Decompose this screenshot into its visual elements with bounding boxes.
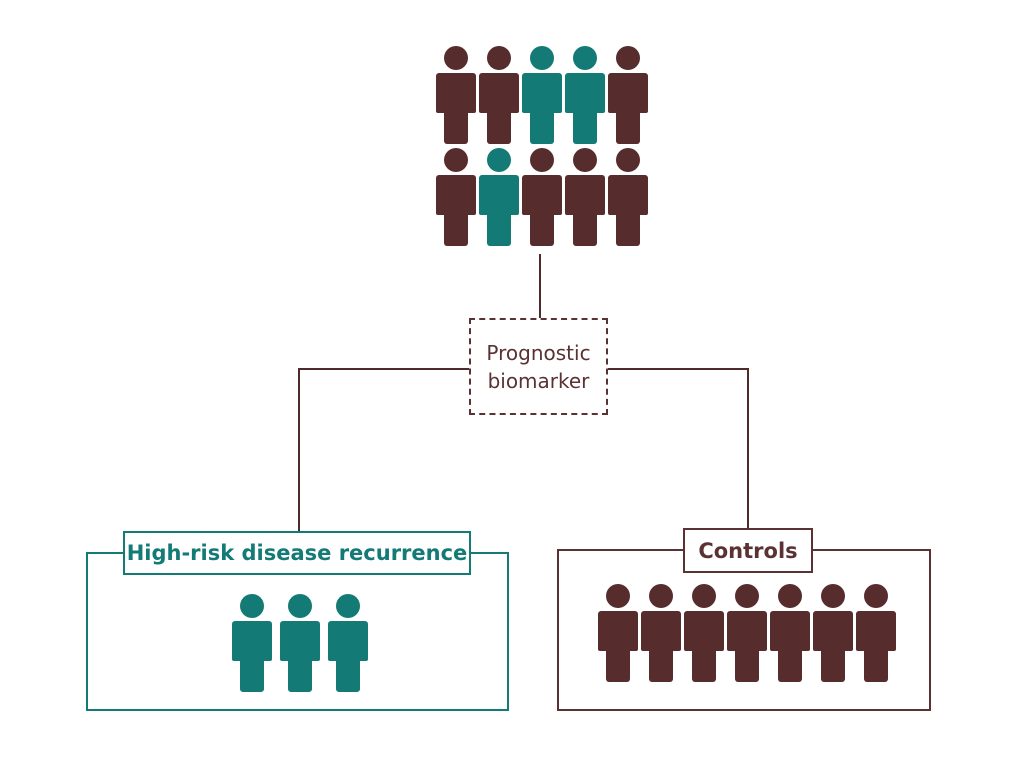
case-person-icon <box>479 148 519 246</box>
control-person-icon <box>641 584 681 682</box>
control-person-icon <box>856 584 896 682</box>
control-person-icon <box>565 148 605 246</box>
control-person-icon <box>479 46 519 144</box>
case-person-icon <box>232 594 272 692</box>
case-person-icon <box>565 46 605 144</box>
connector-biomarker-to-controls <box>608 368 748 370</box>
case-person-icon <box>328 594 368 692</box>
control-person-icon <box>813 584 853 682</box>
control-person-icon <box>436 46 476 144</box>
controls-group-label: Controls <box>683 528 813 573</box>
control-person-icon <box>522 148 562 246</box>
high-risk-group-label: High-risk disease recurrence <box>123 531 471 575</box>
control-person-icon <box>608 46 648 144</box>
connector-population-to-biomarker <box>539 254 541 318</box>
control-person-icon <box>727 584 767 682</box>
biomarker-label-line-2: biomarker <box>487 368 590 393</box>
control-person-icon <box>436 148 476 246</box>
prognostic-biomarker-box: Prognostic biomarker <box>469 318 608 415</box>
connector-biomarker-to-cases <box>298 368 469 370</box>
control-person-icon <box>608 148 648 246</box>
biomarker-label-line-1: Prognostic <box>486 340 591 365</box>
case-person-icon <box>280 594 320 692</box>
case-person-icon <box>522 46 562 144</box>
connector-controls-vertical <box>747 368 749 529</box>
control-person-icon <box>598 584 638 682</box>
control-person-icon <box>770 584 810 682</box>
connector-cases-vertical <box>298 368 300 531</box>
control-person-icon <box>684 584 724 682</box>
